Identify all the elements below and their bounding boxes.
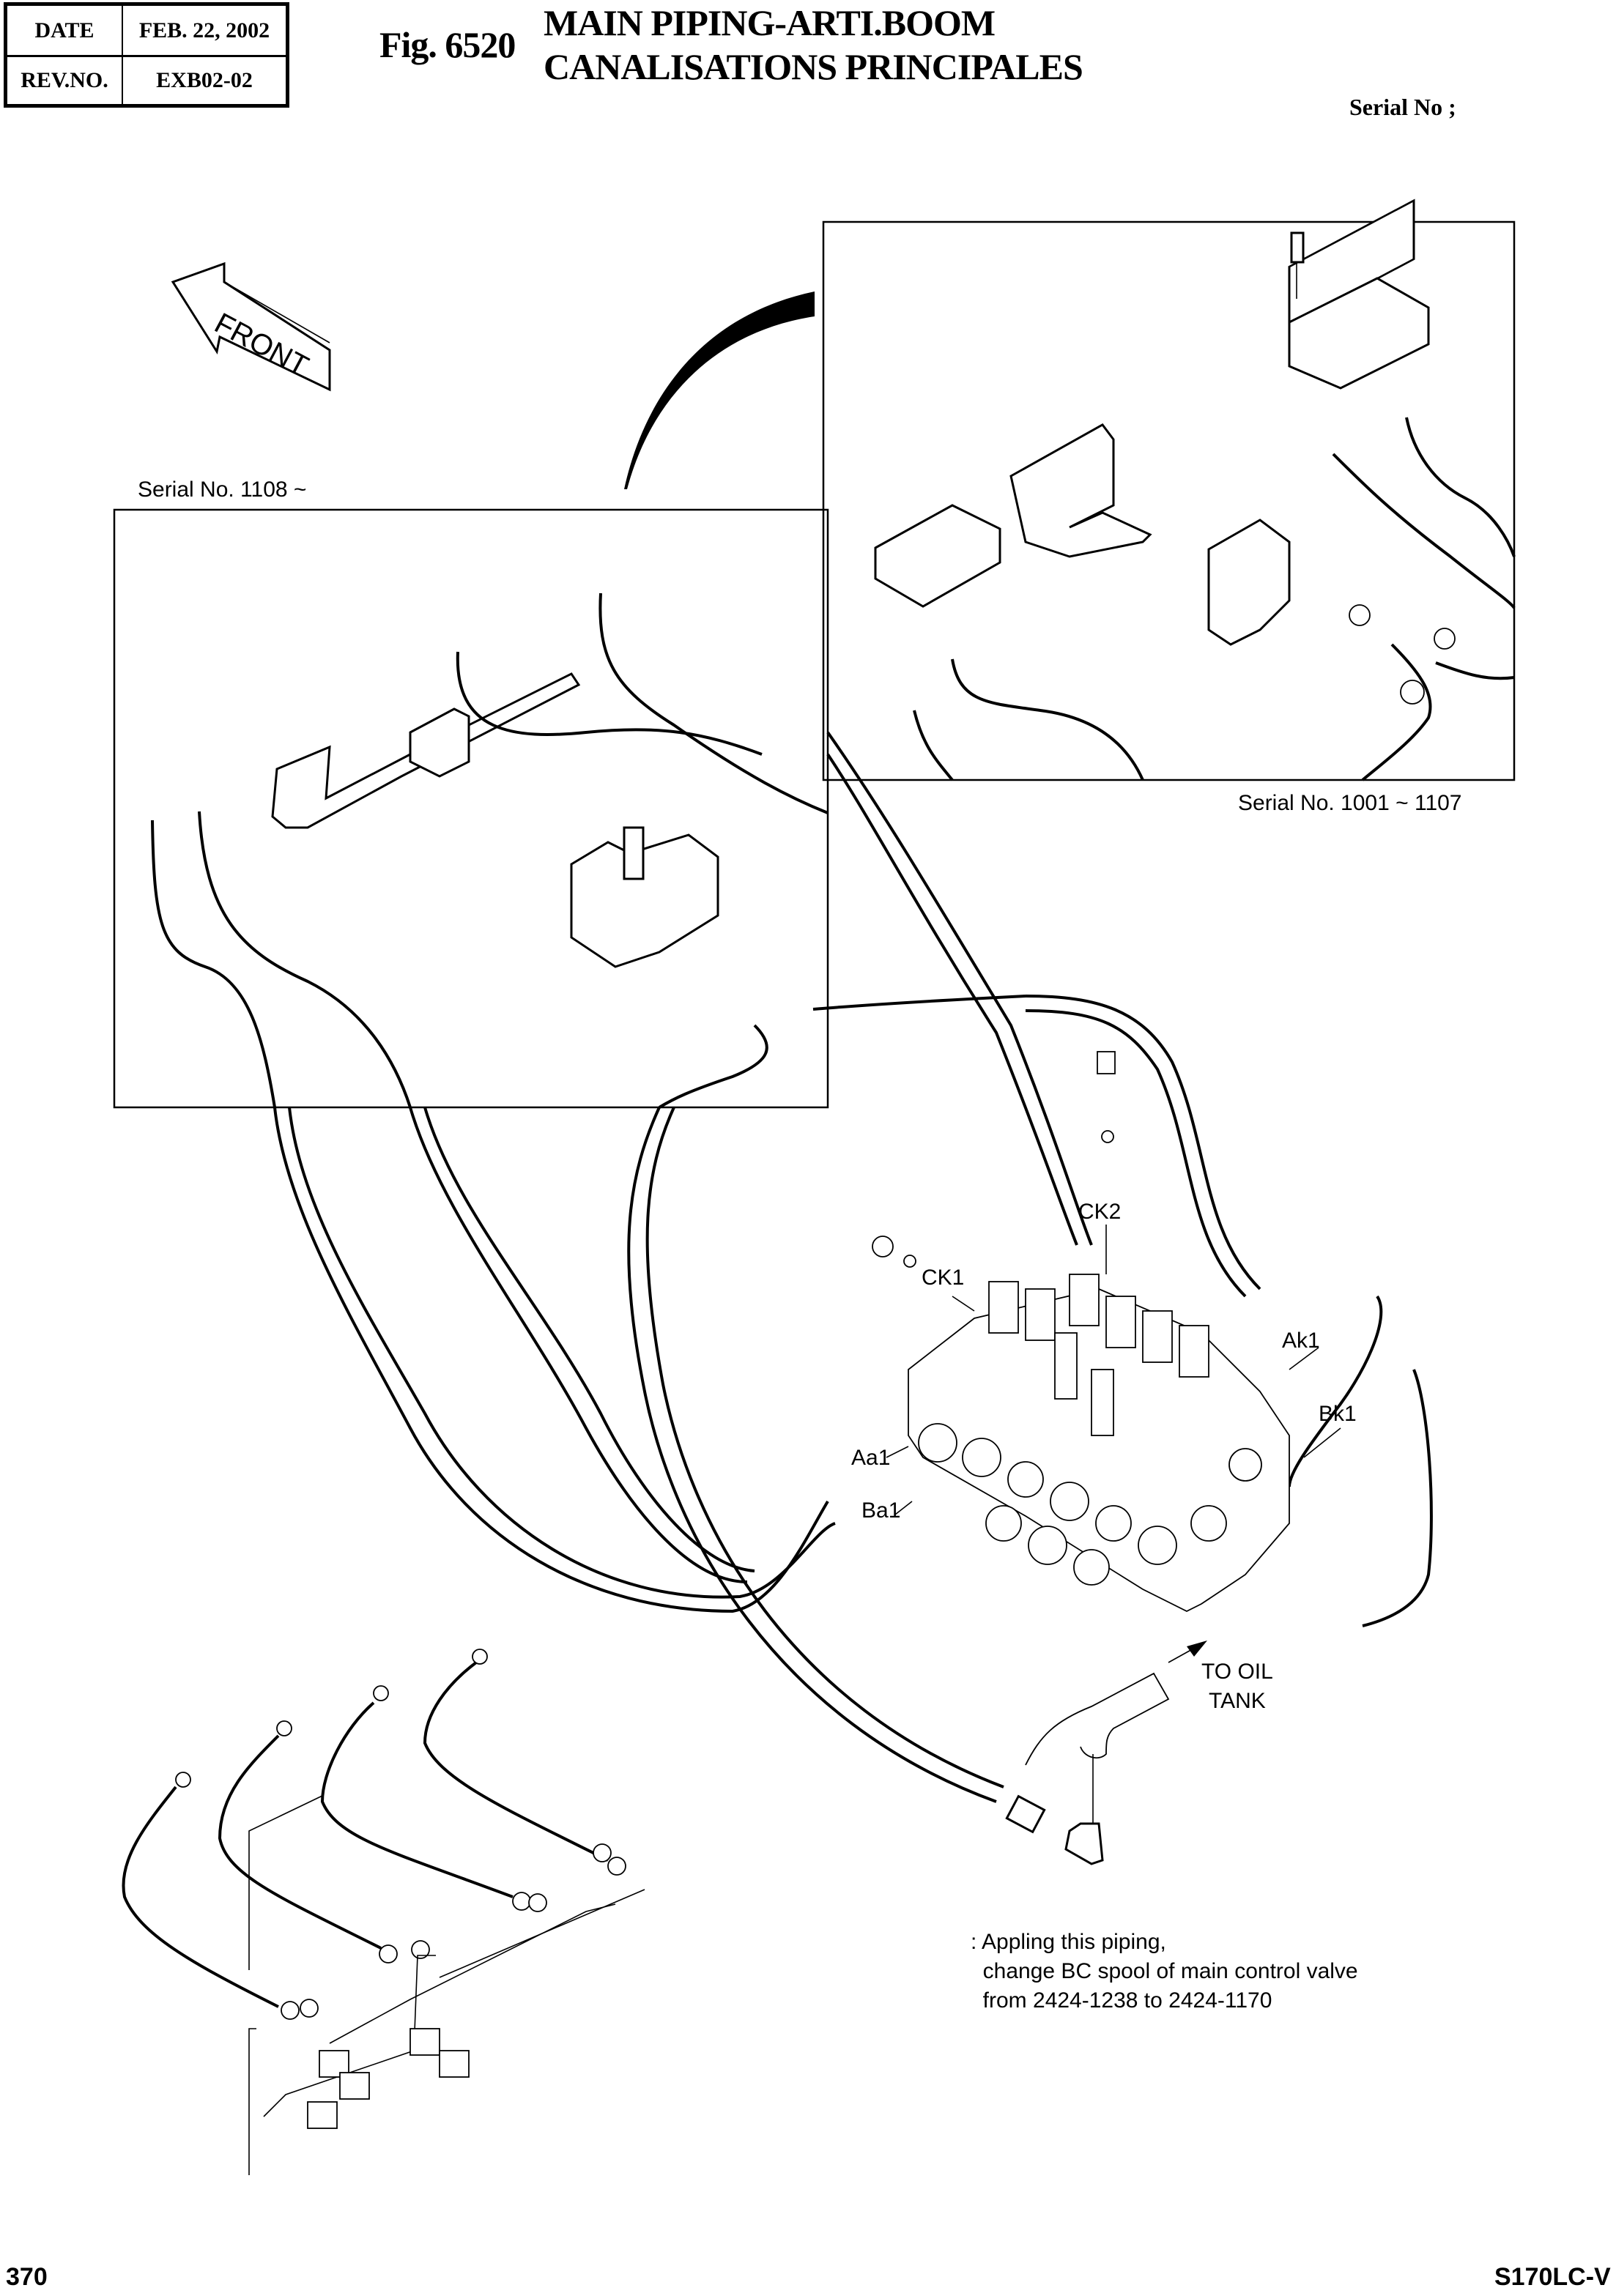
inset-label-serial-1108: Serial No. 1108 ~ [138,478,307,502]
serial-number-header: Serial No ; [1349,94,1456,120]
page-number: 370 [6,2263,48,2291]
port-label-ba1: Ba1 [861,1498,901,1523]
lower-left-hose-assembly [122,1649,645,2175]
inset-box-serial-1108 [113,508,829,1109]
date-label: DATE [34,18,94,42]
revision-table: DATE FEB. 22, 2002 REV.NO. EXB02-02 [4,2,289,108]
page-title-english: MAIN PIPING-ARTI.BOOM [544,2,996,43]
spool-change-note: : Appling this piping, change BC spool o… [971,1928,1358,2015]
oil-tank-return-pipe [1005,1641,1207,1865]
port-label-ak1: Ak1 [1282,1329,1320,1353]
oil-tank-label-line2: TANK [1209,1689,1266,1713]
inset-label-serial-1001-1107: Serial No. 1001 ~ 1107 [1238,791,1462,815]
note-line: : Appling this piping, [971,1930,1166,1954]
machine-model: S170LC-V [1494,2263,1611,2291]
note-line: change BC spool of main control valve [971,1959,1358,1983]
main-hoses [273,731,1433,1803]
main-control-valve [872,1051,1290,1613]
port-label-bk1: Bk1 [1319,1402,1357,1426]
right-inset-parts [874,198,1516,781]
date-value: FEB. 22, 2002 [122,6,286,55]
figure-number: Fig. 6520 [379,24,516,65]
leader-lines [886,1225,1341,1515]
left-inset-parts [151,592,1026,1109]
port-label-aa1: Aa1 [851,1446,891,1470]
callout-curve-icon [624,291,815,489]
port-label-ck1: CK1 [922,1266,965,1290]
inset-box-serial-1001-1107 [822,220,1516,781]
page-title-french: CANALISATIONS PRINCIPALES [544,46,1083,87]
port-label-ck2: CK2 [1078,1200,1122,1224]
note-line: from 2424-1238 to 2424-1170 [971,1988,1272,2013]
oil-tank-label-line1: TO OIL [1201,1660,1273,1684]
rev-value: EXB02-02 [122,55,286,104]
front-arrow-icon: FRONT [171,261,331,392]
rev-label: REV.NO. [7,55,122,104]
